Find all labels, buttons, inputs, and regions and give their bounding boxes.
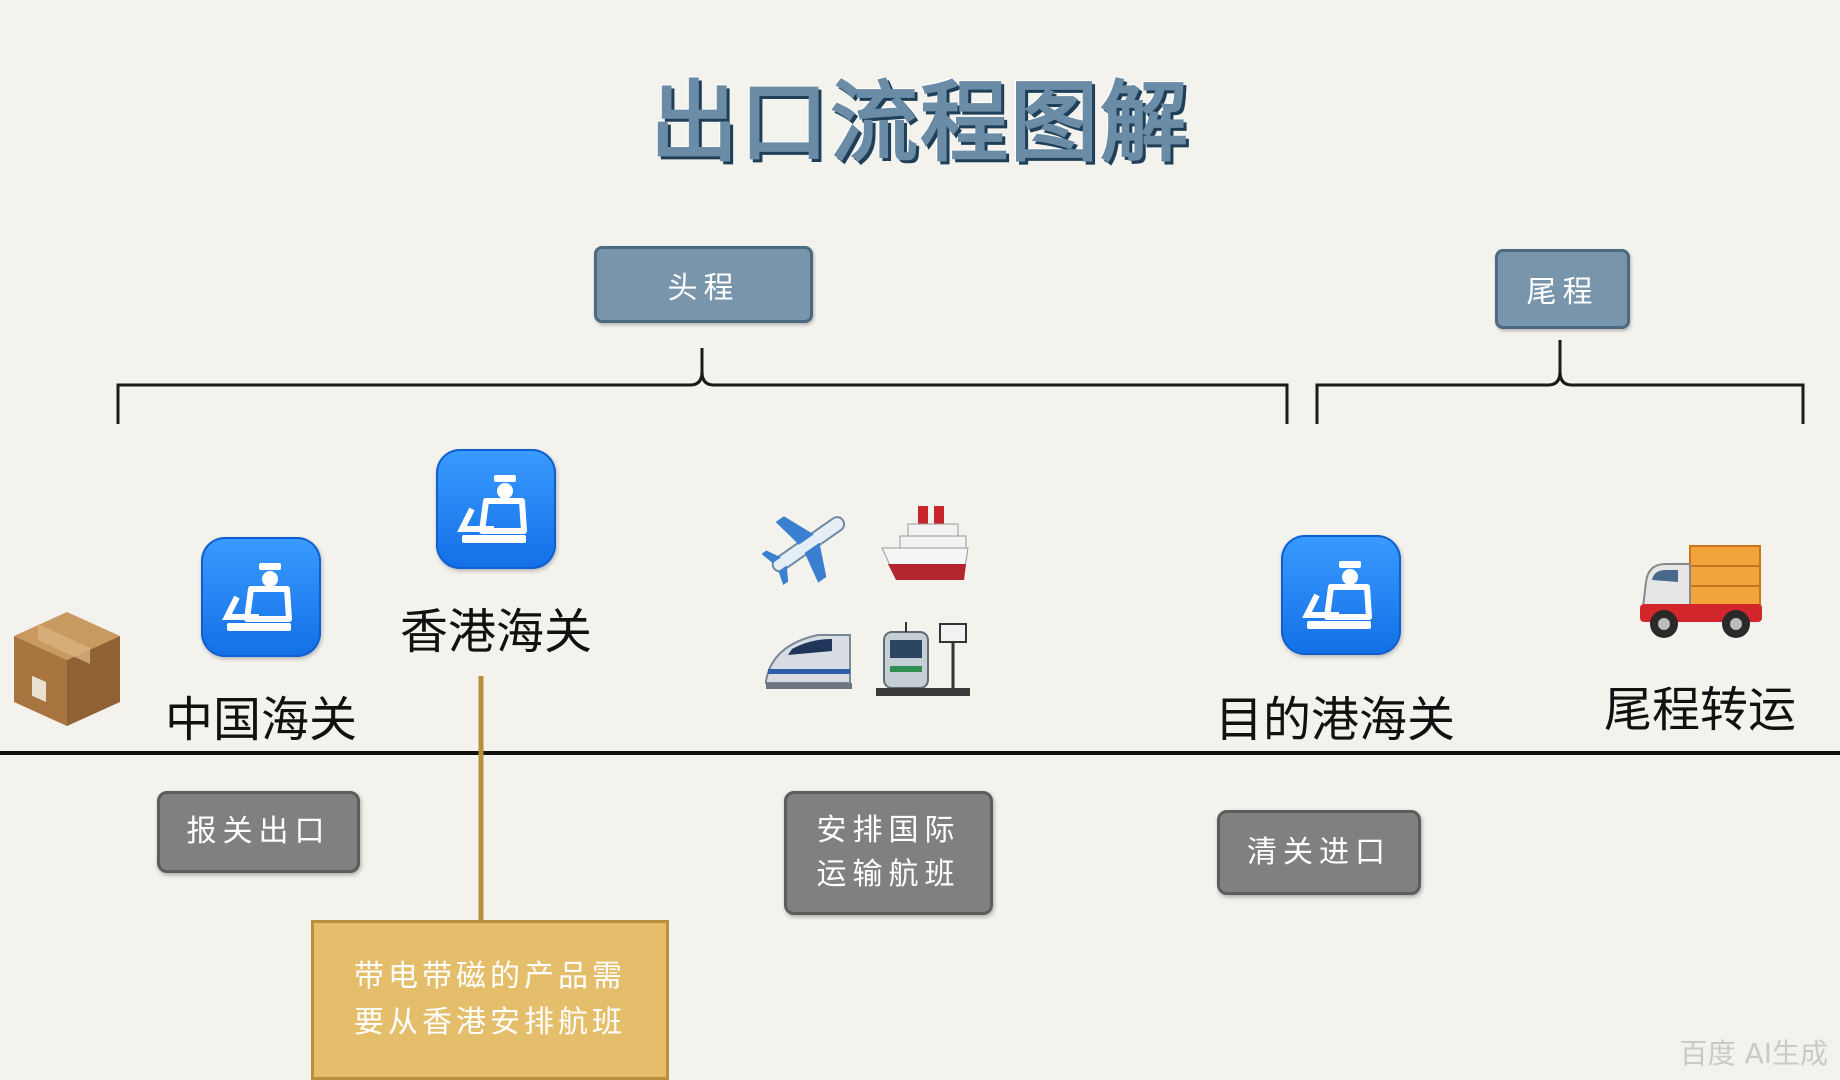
- phase-head-label: 头程: [667, 270, 740, 306]
- dest-customs-officer-icon: [1281, 535, 1401, 655]
- stage-china-customs: 中国海关: [165, 692, 358, 748]
- high-speed-train-icon: [765, 634, 852, 689]
- airplane-icon: [761, 516, 846, 586]
- truck-icon: [1640, 545, 1762, 638]
- ship-icon: [881, 506, 969, 580]
- page-title: 出口流程图解: [649, 71, 1190, 174]
- step-import-clearance: 清关进口: [1217, 810, 1421, 895]
- package-icon: [14, 612, 120, 726]
- step-clearance-label: 清关进口: [1247, 834, 1391, 870]
- hk-customs-officer-icon: [436, 449, 556, 569]
- step-flight-line1: 安排国际: [816, 813, 961, 848]
- tail-brace: [1315, 340, 1805, 424]
- stage-tail-transfer: 尾程转运: [1604, 682, 1797, 738]
- china-customs-officer-icon: [201, 537, 321, 657]
- phase-tail-label: 尾程: [1526, 275, 1599, 310]
- phase-head-box: 头程: [594, 246, 813, 323]
- stage-dest-customs: 目的港海关: [1215, 692, 1456, 748]
- step-declare-label: 报关出口: [186, 814, 331, 849]
- note-line2: 要从香港安排航班: [354, 1005, 626, 1040]
- step-declare-export: 报关出口: [157, 791, 360, 873]
- tram-icon: [876, 622, 970, 696]
- watermark: 百度 AI生成: [1679, 1037, 1828, 1070]
- stage-hk-customs: 香港海关: [400, 604, 593, 660]
- step-arrange-flight: 安排国际 运输航班: [784, 791, 993, 915]
- phase-tail-box: 尾程: [1495, 249, 1630, 329]
- note-box: 带电带磁的产品需 要从香港安排航班: [311, 920, 669, 1080]
- note-line1: 带电带磁的产品需: [354, 959, 626, 994]
- head-brace: [116, 348, 1289, 424]
- step-flight-line2: 运输航班: [816, 857, 961, 892]
